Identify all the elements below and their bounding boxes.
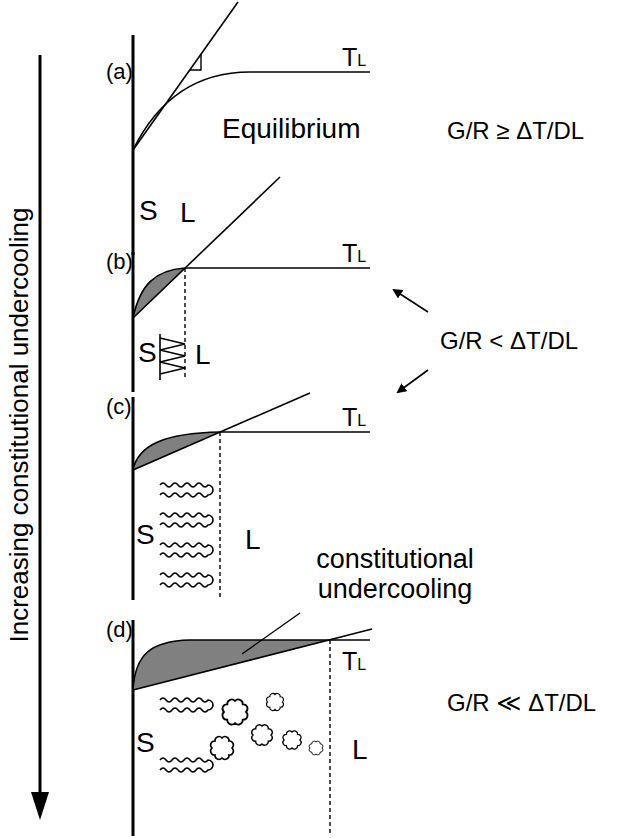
panel-a	[133, 2, 370, 255]
axis-title: Increasing constitutional undercooling	[5, 207, 34, 642]
panel-d	[133, 613, 372, 836]
liquid-label: L	[180, 198, 196, 229]
solid-label: S	[138, 338, 157, 369]
criterion-label: G/R ≥ ΔT/DL	[447, 118, 584, 144]
liquidus-label: TL	[342, 240, 366, 268]
regime-label: Equilibrium	[222, 114, 361, 145]
panel-letter: (b)	[106, 250, 133, 274]
liquid-label: L	[245, 525, 261, 556]
liquidus-label: TL	[342, 648, 366, 676]
panel-b	[133, 177, 428, 392]
solid-label: S	[136, 520, 155, 551]
solid-label: S	[136, 728, 155, 759]
panel-letter: (d)	[106, 618, 133, 642]
liquidus-label: TL	[342, 44, 366, 72]
criterion-label: G/R ≪ ΔT/DL	[447, 690, 596, 716]
liquidus-label: TL	[342, 404, 366, 432]
solid-label: S	[139, 196, 158, 227]
criterion-label: G/R < ΔT/DL	[440, 328, 578, 354]
callout-label: constitutional undercooling	[275, 545, 515, 604]
liquid-label: L	[195, 340, 211, 371]
panel-letter: (c)	[106, 395, 132, 419]
liquid-label: L	[352, 735, 368, 766]
panel-letter: (a)	[106, 60, 133, 84]
trend-arrow	[31, 55, 49, 820]
